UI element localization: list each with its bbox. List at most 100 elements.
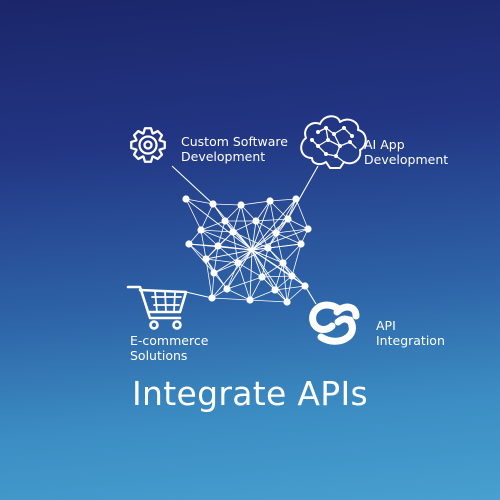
network-link: [287, 165, 319, 220]
network-link: [185, 198, 214, 205]
network-link: [291, 243, 302, 277]
network-link: [217, 245, 239, 264]
network-link: [269, 198, 297, 202]
network-link: [295, 198, 309, 230]
api-integration-line1: API: [376, 318, 396, 333]
network-node: [214, 242, 222, 250]
network-link: [286, 285, 306, 303]
network-link: [267, 243, 302, 249]
network-node: [202, 255, 210, 263]
network-node: [284, 215, 292, 223]
network-node: [208, 294, 216, 302]
network-link: [213, 262, 239, 274]
network-hub: [249, 247, 255, 253]
network-link: [240, 204, 253, 251]
network-node: [182, 195, 190, 203]
network-link: [211, 249, 253, 299]
ecommerce-label: E-commerce Solutions: [130, 333, 208, 363]
network-link: [211, 297, 251, 301]
network-link: [232, 204, 242, 233]
network-link: [188, 243, 215, 274]
network-node: [271, 286, 279, 294]
network-link: [251, 249, 284, 264]
network-node: [197, 226, 205, 234]
network-link: [249, 276, 263, 301]
network-link: [211, 272, 215, 299]
network-node: [234, 259, 242, 267]
network-link: [217, 245, 253, 251]
network-link: [282, 243, 302, 264]
network-link: [213, 245, 219, 274]
network-link: [232, 220, 257, 233]
custom-software-line1: Custom Software: [181, 134, 288, 149]
custom-software-line2: Development: [181, 149, 266, 164]
gear-icon: [130, 127, 166, 163]
network-link: [232, 231, 253, 251]
network-graph: [171, 165, 319, 306]
network-link: [275, 198, 297, 234]
network-node: [301, 282, 309, 290]
api-integration-line2: Integration: [376, 333, 445, 348]
network-link: [274, 285, 306, 291]
network-link: [249, 299, 288, 303]
network-link: [240, 200, 271, 206]
network-link: [171, 165, 214, 205]
network-link: [251, 232, 277, 251]
network-link: [251, 218, 289, 251]
network-link: [261, 275, 293, 278]
network-node: [283, 298, 291, 306]
network-link: [212, 203, 242, 206]
network-node: [288, 272, 296, 280]
network-link: [261, 247, 269, 278]
network-link: [275, 232, 284, 264]
network-link: [251, 220, 257, 251]
page-title: Integrate APIs: [132, 374, 368, 413]
network-link: [251, 228, 309, 251]
brain-icon: [300, 115, 367, 169]
network-node: [297, 240, 305, 248]
network-link: [226, 276, 263, 290]
network-node: [258, 273, 266, 281]
network-link: [249, 289, 276, 301]
ai-app-label: AI App Development: [364, 137, 448, 167]
network-link: [269, 200, 277, 234]
network-link: [232, 231, 269, 249]
network-link: [275, 232, 302, 245]
custom-software-label: Custom Software Development: [181, 134, 288, 164]
network-link: [255, 220, 277, 234]
network-node: [237, 201, 245, 209]
network-node: [272, 229, 280, 237]
network-node: [223, 285, 231, 293]
network-link: [205, 258, 213, 299]
network-link: [200, 220, 226, 231]
network-link: [205, 258, 239, 264]
network-link: [185, 291, 213, 299]
network-link: [237, 262, 263, 278]
network-link: [255, 218, 289, 222]
network-link: [282, 262, 288, 303]
network-link: [237, 262, 251, 301]
network-link: [275, 228, 309, 234]
network-link: [185, 198, 202, 231]
network-link: [185, 198, 253, 251]
network-link: [255, 220, 269, 249]
api-integration-label: API Integration: [376, 318, 445, 348]
api-link-icon: [309, 301, 360, 345]
ecommerce-line1: E-commerce: [130, 333, 209, 348]
network-link: [212, 203, 253, 251]
network-link: [188, 243, 207, 260]
network-link: [224, 204, 242, 222]
network-link: [226, 288, 251, 301]
network-link: [286, 275, 293, 303]
network-link: [237, 247, 269, 264]
network-link: [287, 218, 309, 230]
network-link: [269, 200, 289, 220]
network-link: [200, 229, 253, 251]
network-link: [251, 249, 306, 287]
network-link: [200, 229, 219, 247]
network-link: [251, 249, 263, 278]
network-link: [213, 249, 253, 274]
network-link: [217, 220, 226, 247]
